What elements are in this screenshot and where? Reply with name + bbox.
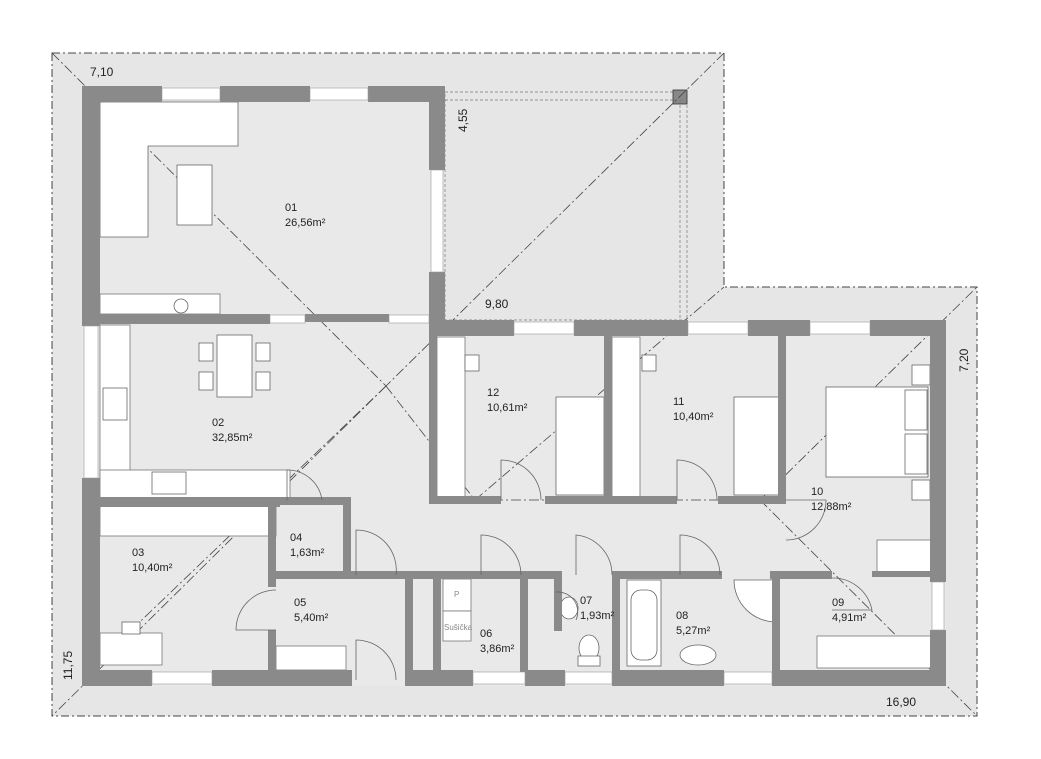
- kitchen-counter-bottom: [99, 469, 291, 499]
- dim-left-height: 4,55: [456, 108, 470, 132]
- bed-11: [733, 396, 781, 496]
- svg-text:08: 08: [676, 610, 688, 622]
- room-11-label: 11 10,40m²: [673, 396, 714, 423]
- hall-bench: [275, 645, 347, 671]
- dryer-label: Sušička: [444, 623, 473, 632]
- svg-text:1,63m²: 1,63m²: [290, 547, 325, 559]
- bathtub-inner: [630, 589, 658, 661]
- svg-text:5,27m²: 5,27m²: [676, 625, 711, 637]
- svg-text:12,88m²: 12,88m²: [811, 501, 852, 513]
- wardrobe-12: [436, 336, 466, 498]
- bath-sink: [679, 644, 717, 666]
- study-wardrobe: [99, 505, 277, 537]
- wc-basin: [559, 596, 579, 620]
- chair-4: [255, 371, 271, 391]
- svg-text:5,40m²: 5,40m²: [294, 612, 329, 624]
- pillow-1: [904, 389, 928, 431]
- boiler-letter: P: [454, 590, 459, 599]
- dim-top-left: 7,10: [90, 65, 114, 79]
- wardrobe-09: [816, 635, 933, 669]
- dresser: [876, 539, 933, 575]
- room-06-label: 06 3,86m²: [480, 628, 515, 655]
- nightstand-1: [911, 364, 931, 386]
- room-10-label: 10 12,88m²: [811, 486, 852, 513]
- dining-table: [216, 334, 253, 398]
- svg-text:32,85m²: 32,85m²: [212, 432, 253, 444]
- desk-chair-11: [641, 354, 657, 372]
- coffee-table: [176, 164, 213, 226]
- windows: [83, 87, 945, 685]
- svg-text:05: 05: [294, 597, 306, 609]
- svg-text:11: 11: [673, 396, 684, 408]
- fireplace: [173, 298, 189, 314]
- terrace-outline: [444, 91, 688, 321]
- wardrobe-11: [611, 336, 641, 498]
- svg-text:4,91m²: 4,91m²: [832, 612, 867, 624]
- fridge: [102, 387, 128, 421]
- svg-text:04: 04: [290, 532, 302, 544]
- chair-2: [198, 371, 214, 391]
- boiler-cabinet: [442, 578, 472, 612]
- room-03-label: 03 10,40m²: [132, 547, 173, 574]
- study-desk: [99, 632, 163, 666]
- room-12-label: 12 10,61m²: [487, 387, 528, 414]
- terrace-column: [672, 89, 688, 105]
- walls: [82, 86, 946, 686]
- room-07-label: 07 1,93m²: [580, 595, 615, 622]
- svg-text:10,40m²: 10,40m²: [673, 411, 714, 423]
- nightstand-2: [911, 479, 931, 501]
- room-08-label: 08 5,27m²: [676, 610, 711, 637]
- room-05-label: 05 5,40m²: [294, 597, 329, 624]
- room-02-label: 02 32,85m²: [212, 417, 253, 444]
- dim-total-width: 16,90: [886, 695, 916, 709]
- svg-text:06: 06: [480, 628, 492, 640]
- room-01-label: 01 26,56m²: [285, 202, 326, 229]
- svg-text:03: 03: [132, 547, 144, 559]
- svg-text:26,56m²: 26,56m²: [285, 217, 326, 229]
- chair-1: [198, 342, 214, 362]
- svg-text:07: 07: [580, 595, 592, 607]
- svg-text:10,40m²: 10,40m²: [132, 562, 173, 574]
- dim-middle: 9,80: [485, 297, 509, 311]
- desk-chair-12: [464, 354, 480, 372]
- toilet-tank: [577, 655, 601, 667]
- svg-text:01: 01: [285, 202, 297, 214]
- svg-text:02: 02: [212, 417, 224, 429]
- room-09-label: 09 4,91m²: [832, 597, 867, 624]
- pillow-2: [904, 433, 928, 475]
- svg-text:10: 10: [811, 486, 823, 498]
- dim-right-height: 7,20: [957, 348, 971, 372]
- svg-text:3,86m²: 3,86m²: [480, 643, 515, 655]
- building-floor: [82, 86, 946, 686]
- svg-text:10,61m²: 10,61m²: [487, 402, 528, 414]
- study-chair: [121, 621, 141, 635]
- dim-total-height: 11,75: [61, 651, 75, 680]
- svg-text:1,93m²: 1,93m²: [580, 610, 615, 622]
- svg-text:12: 12: [487, 387, 499, 399]
- room-04-label: 04 1,63m²: [290, 532, 325, 559]
- chair-3: [255, 342, 271, 362]
- sideboard-living: [99, 293, 221, 315]
- doors: [235, 459, 873, 681]
- dryer-cabinet: [442, 610, 472, 642]
- bed-12: [555, 396, 605, 496]
- kitchen-sink: [151, 471, 187, 495]
- svg-text:09: 09: [832, 597, 844, 609]
